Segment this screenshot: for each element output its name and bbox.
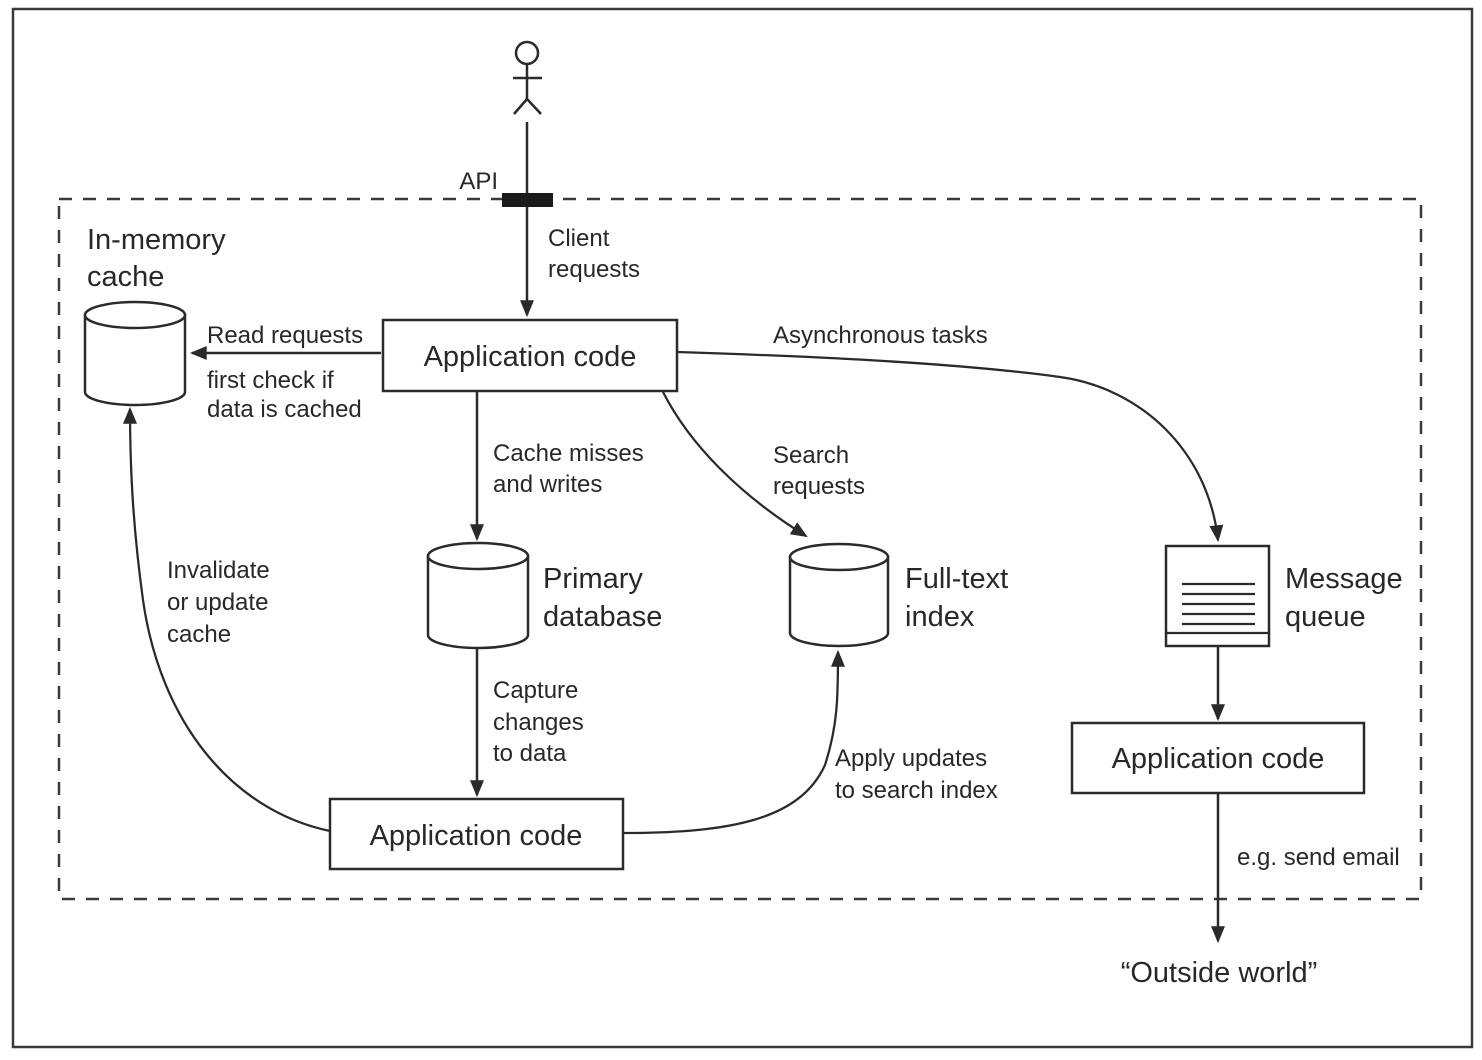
capture-changes-label: to data: [493, 740, 567, 767]
client-actor-icon: [513, 40, 542, 115]
message-queue-label: Message: [1285, 563, 1403, 595]
primary-database-label: database: [543, 601, 662, 633]
app-code-top-box: [381, 318, 679, 393]
outer-frame: [11, 7, 1474, 1049]
search-requests-label: requests: [773, 473, 865, 500]
full-text-index-label: index: [905, 601, 975, 633]
edge-invalidate-cache: [123, 406, 331, 833]
edge-apply-updates: [622, 649, 845, 835]
client-requests-label: Client: [548, 225, 610, 252]
primary-database-cylinder: [426, 541, 530, 650]
send-email-label: e.g. send email: [1237, 844, 1400, 871]
capture-changes-label: changes: [493, 709, 584, 736]
invalidate-cache-label: or update: [167, 589, 268, 616]
primary-database-label: Primary: [543, 563, 643, 595]
in-memory-cache-label: In-memory: [87, 224, 226, 256]
app-code-bottom-box: [328, 797, 625, 871]
client-requests-label: requests: [548, 256, 640, 283]
read-requests-sub: first check if: [207, 367, 334, 394]
app-code-right-box: [1070, 721, 1366, 795]
invalidate-cache-label: Invalidate: [167, 557, 270, 584]
apply-updates-label: Apply updates: [835, 745, 987, 772]
edges: [123, 122, 1225, 944]
edge-search-requests: [661, 391, 808, 538]
read-requests-label: Read requests: [207, 322, 363, 349]
outside-world-label: “Outside world”: [1121, 957, 1318, 989]
capture-changes-label: Capture: [493, 677, 578, 704]
system-boundary-dashed: [57, 197, 1423, 901]
search-requests-label: Search: [773, 442, 849, 469]
edge-async-tasks: [676, 350, 1224, 543]
app-code-right-label: Application code: [1112, 743, 1325, 775]
message-queue-icon: [1164, 544, 1271, 648]
async-tasks-label: Asynchronous tasks: [773, 322, 988, 349]
app-code-bottom-label: Application code: [370, 820, 583, 852]
invalidate-cache-label: cache: [167, 621, 231, 648]
api-bar: [502, 193, 553, 207]
full-text-index-cylinder: [788, 542, 890, 648]
full-text-index-label: Full-text: [905, 563, 1008, 595]
cache-misses-label: Cache misses: [493, 440, 644, 467]
cache-misses-label: and writes: [493, 471, 602, 498]
api-label: API: [459, 168, 498, 195]
read-requests-sub: data is cached: [207, 396, 362, 423]
in-memory-cache-label: cache: [87, 261, 164, 293]
in-memory-cache-cylinder: [83, 300, 187, 407]
app-code-top-label: Application code: [424, 341, 637, 373]
apply-updates-label: to search index: [835, 777, 998, 804]
message-queue-label: queue: [1285, 601, 1366, 633]
